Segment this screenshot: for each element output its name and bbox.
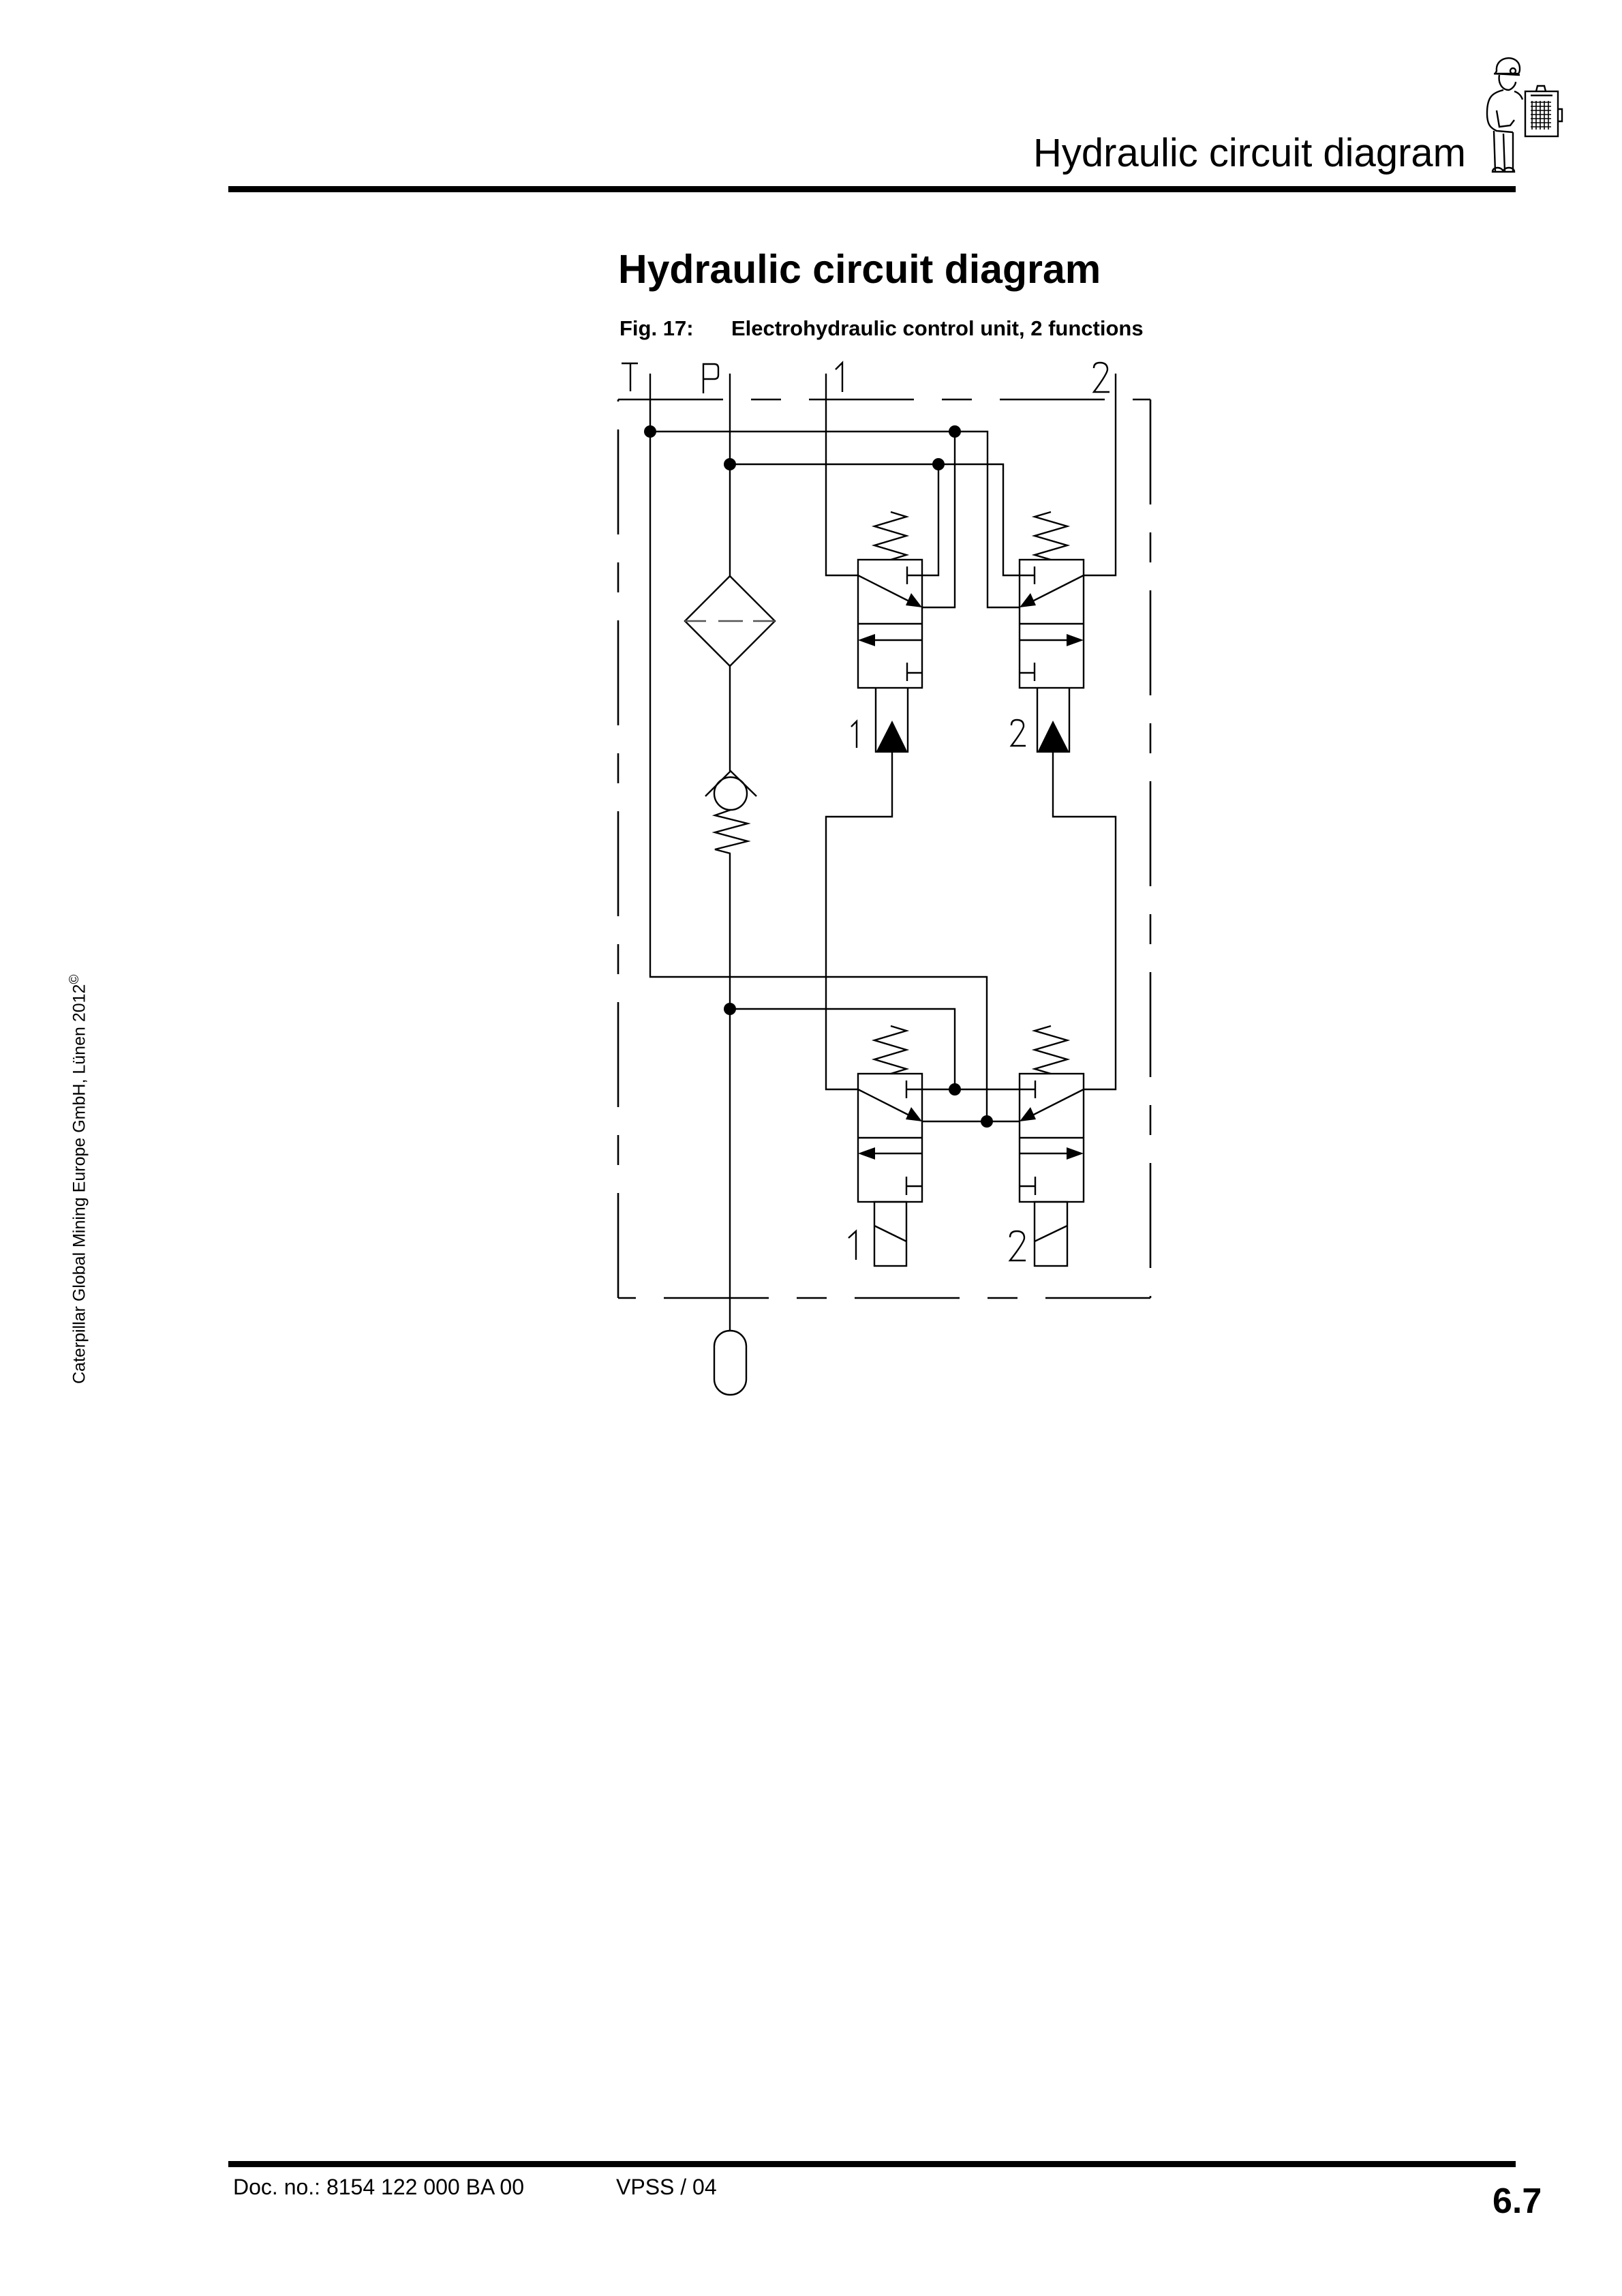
document-number: Doc. no.: 8154 122 000 BA 00	[233, 2175, 524, 2199]
check-valve-icon	[705, 770, 757, 855]
pilot-valve-2	[1018, 511, 1117, 1091]
page-title: Hydraulic circuit diagram	[618, 247, 1101, 292]
solenoid-icon	[873, 1200, 908, 1267]
page-number: 6.7	[1493, 2181, 1542, 2221]
tank-line	[649, 374, 988, 1121]
port-label-t	[622, 362, 638, 391]
port-label-p	[702, 363, 720, 393]
solenoid-label-2	[1008, 1230, 1026, 1262]
spring-icon	[871, 511, 910, 561]
port-labels	[622, 361, 1110, 393]
port-label-2	[1092, 361, 1110, 393]
pilot-label-2	[1009, 719, 1026, 747]
junction-dots	[644, 425, 993, 1128]
filter-icon	[684, 575, 776, 667]
header-rule	[228, 186, 1516, 192]
port-lines	[649, 374, 1117, 1331]
port-label-1	[835, 361, 844, 392]
spring-icon	[1031, 511, 1071, 561]
spring-icon	[1031, 1025, 1071, 1075]
solenoid-valve-2	[1018, 1025, 1085, 1267]
header-section-title: Hydraulic circuit diagram	[1033, 131, 1466, 175]
upper-connections	[650, 430, 1035, 609]
spring-icon	[871, 1025, 910, 1075]
solenoid-icon	[1033, 1200, 1069, 1267]
pilot-label-1	[851, 719, 858, 748]
port-2-line	[1084, 374, 1117, 577]
port-1-line	[825, 374, 858, 577]
lower-connections	[730, 1008, 1035, 1123]
technician-with-clipboard-icon	[1486, 57, 1563, 173]
solenoid-label-1	[848, 1229, 857, 1260]
pilot-valve-1	[825, 511, 923, 1091]
figure-caption: Electrohydraulic control unit, 2 functio…	[731, 316, 1144, 340]
figure-label: Fig. 17:	[619, 316, 694, 340]
accumulator-icon	[713, 1329, 748, 1396]
footer-rule	[228, 2161, 1516, 2167]
unit-boundary	[617, 398, 1152, 1299]
document-revision: VPSS / 04	[616, 2175, 717, 2199]
solenoid-valve-1	[857, 1025, 923, 1267]
